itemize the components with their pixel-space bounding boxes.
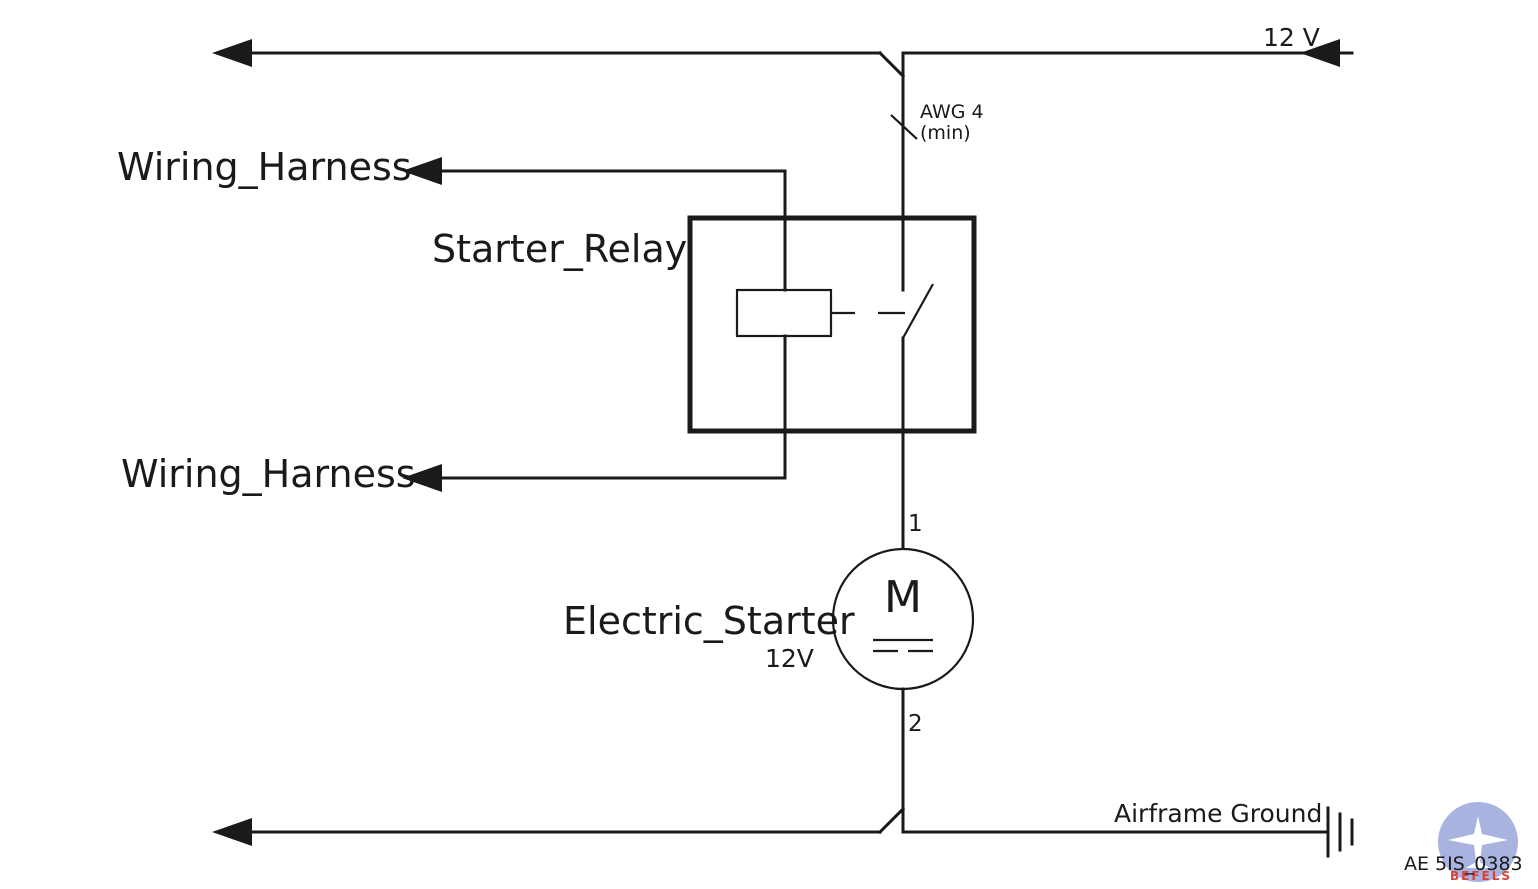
plane-icon bbox=[1448, 816, 1508, 868]
logo-text: BEFELS bbox=[1450, 869, 1512, 883]
supply-bus bbox=[212, 39, 1354, 79]
electric-starter-label: Electric_Starter bbox=[563, 599, 855, 643]
pin-1-label: 1 bbox=[908, 511, 923, 537]
wire-gauge-min-label: (min) bbox=[920, 122, 971, 144]
ground-out-arrow bbox=[212, 818, 252, 846]
harness-bottom-label: Wiring_Harness bbox=[121, 452, 416, 496]
company-logo: BEFELS bbox=[1438, 802, 1518, 883]
relay-coil bbox=[735, 288, 833, 338]
harness-top-arrow bbox=[402, 157, 442, 185]
relay-contact bbox=[902, 283, 934, 339]
supply-out-arrow bbox=[212, 39, 252, 67]
starter-relay-box bbox=[687, 215, 977, 434]
harness-top-connection bbox=[402, 157, 787, 292]
ground-bus bbox=[212, 687, 1330, 846]
harness-bottom-arrow bbox=[402, 464, 442, 492]
drawing-id-label: AE 5IS_0383 bbox=[1404, 853, 1523, 875]
starter-voltage-label: 12V bbox=[765, 644, 814, 673]
harness-bottom-connection bbox=[402, 464, 787, 492]
supply-voltage-label: 12 V bbox=[1263, 23, 1320, 52]
wire-gauge-tick bbox=[890, 114, 918, 140]
wire-gauge-label: AWG 4 bbox=[920, 101, 984, 123]
motor-symbol: M bbox=[884, 572, 922, 623]
airframe-ground-label: Airframe Ground bbox=[1114, 799, 1322, 828]
harness-top-label: Wiring_Harness bbox=[117, 145, 412, 189]
starter-relay-label: Starter_Relay bbox=[432, 227, 687, 271]
airframe-ground-symbol bbox=[1326, 806, 1354, 858]
supply-in-arrow bbox=[1300, 39, 1340, 67]
pin-2-label: 2 bbox=[908, 711, 923, 737]
